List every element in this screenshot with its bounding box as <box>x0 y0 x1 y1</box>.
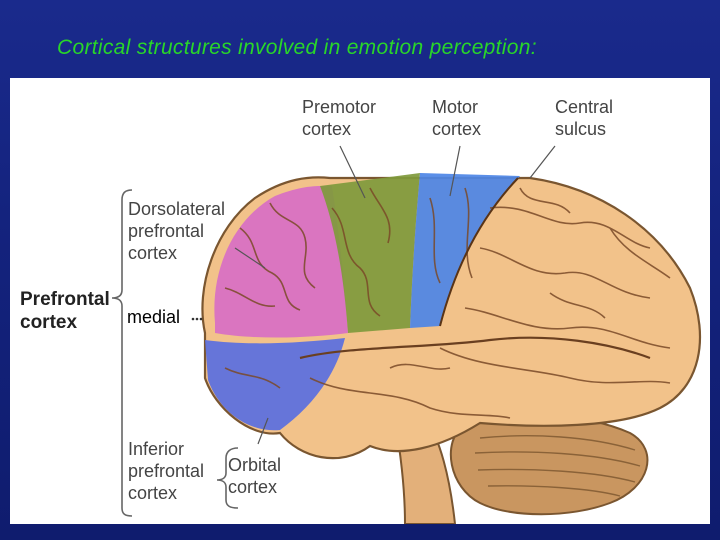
brain-illustration <box>111 145 702 524</box>
label-motor-cortex: Motor cortex <box>432 97 482 139</box>
central-sulcus-line <box>439 177 519 327</box>
premotor-region <box>320 173 420 333</box>
motor-region <box>410 173 520 328</box>
label-prefrontal-cortex: Prefrontal cortex <box>20 289 110 333</box>
label-orbital-cortex: Orbital cortex <box>228 455 282 497</box>
dorsolateral-region <box>214 186 348 338</box>
label-inferior-prefrontal: Inferior prefrontal cortex <box>128 439 205 503</box>
label-premotor-cortex: Premotor cortex <box>302 97 377 139</box>
label-central-sulcus: Central sulcus <box>555 97 614 139</box>
slide-title: Cortical structures involved in emotion … <box>57 36 537 59</box>
label-medial: medial <box>125 307 183 328</box>
lateral-sulcus <box>299 336 651 360</box>
cerebellum <box>449 413 649 516</box>
brain-figure: Premotor cortex Motor cortex Central sul… <box>10 78 710 524</box>
label-dorsolateral-prefrontal: Dorsolateral prefrontal cortex <box>128 199 226 263</box>
